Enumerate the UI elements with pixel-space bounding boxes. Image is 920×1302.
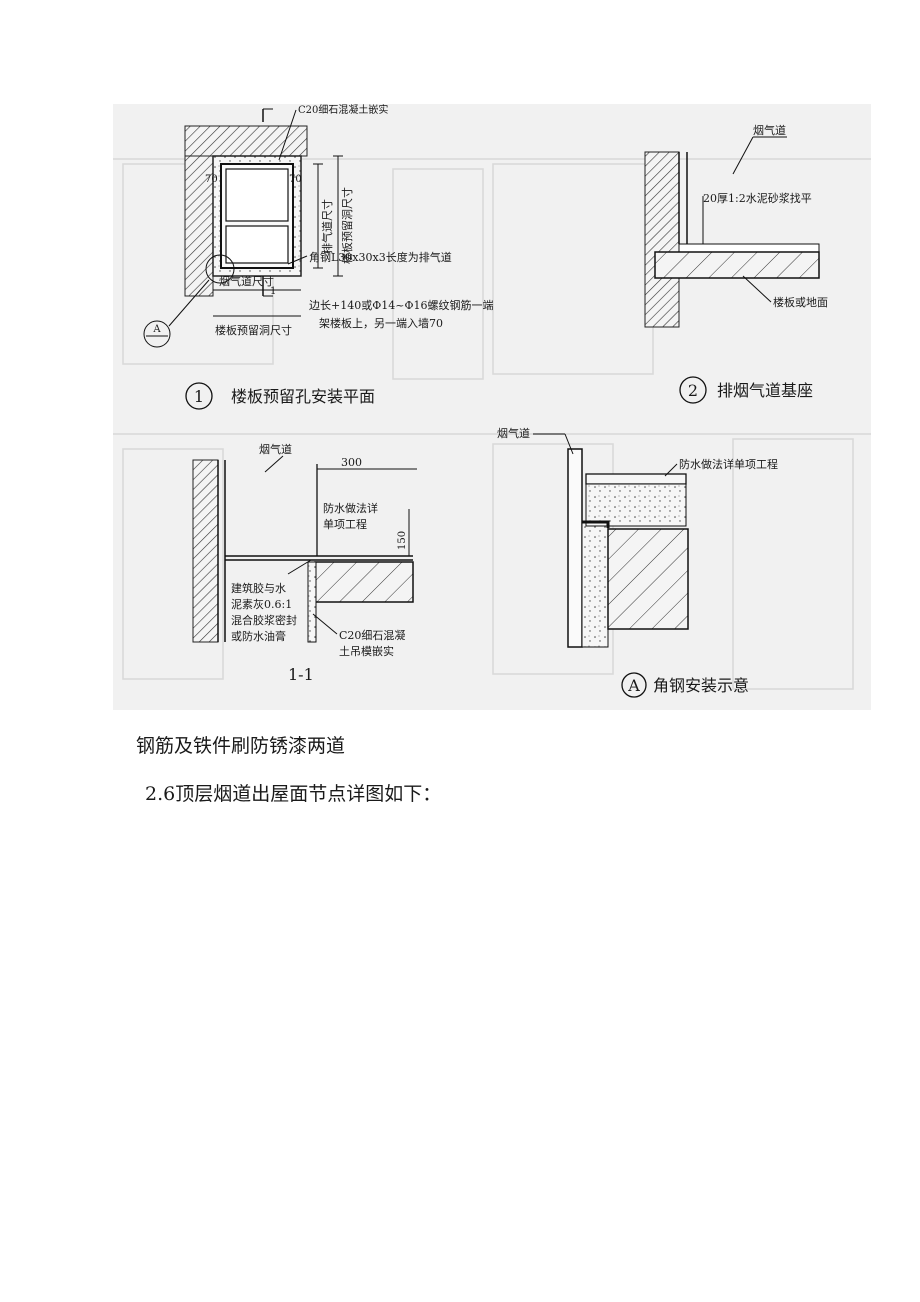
plan-view: A C20细石混凝土嵌实 70 70 排气道尺寸 楼板预留洞尺寸 1 角钢L30… [143,104,493,410]
base-slab-note: 楼板或地面 [773,295,828,309]
section-dim-150: 150 [397,531,408,550]
plan-angle-note-2: 边长+140或Φ14~Φ16螺纹钢筋一端 [309,298,493,312]
angle-title-mark: A [627,676,640,695]
paragraph-rust-paint: 钢筋及铁件刷防锈漆两道 [136,735,346,757]
section-waterproof-1: 防水做法详 [323,501,378,515]
plan-section-mark: 1 [270,286,276,297]
plan-dim-left: 70 [205,174,218,185]
base-slab [654,251,820,279]
angle-flue-label: 烟气道 [497,426,530,440]
section-concrete-1: C20细石混凝 [339,628,405,642]
base-mortar-note: 20厚1:2水泥砂浆找平 [703,191,812,205]
section-sealant-3: 混合胶浆密封 [231,613,297,627]
detail-circle [205,254,235,284]
section-dim-300: 300 [341,456,362,469]
angle-detail: 烟气道 防水做法详单项工程 A 角钢安装示意 [497,426,778,698]
plan-top-callout: C20细石混凝土嵌实 [298,104,388,116]
plan-wall-top [184,125,308,157]
angle-topping [585,483,687,527]
section-1-1: 烟气道 300 150 防水做法详 单项工程 建筑胶与水 泥素灰0.6:1 混合… [192,442,417,684]
base-flue-label: 烟气道 [753,123,786,137]
plan-angle-note-1: 角钢L30x30x3长度为排气道 [309,250,452,264]
angle-flue-wall [567,448,583,648]
title-2-circle [679,376,707,404]
title-1-circle [185,382,213,410]
section-fill [307,561,317,643]
angle-slab [607,528,689,630]
base-detail: 烟气道 20厚1:2水泥砂浆找平 楼板或地面 2 排烟气道基座 [644,123,828,404]
base-title: 排烟气道基座 [717,381,813,400]
plan-bottom-label-2: 楼板预留洞尺寸 [215,323,292,337]
section-waterproof-2: 单项工程 [323,518,367,531]
angle-waterproof: 防水做法详单项工程 [679,457,778,471]
base-title-num: 2 [688,381,698,400]
plan-vertical-label-1: 排气道尺寸 [320,199,334,254]
title-a-circle [621,672,647,698]
section-slab [314,561,414,603]
section-sealant-1: 建筑胶与水 [231,581,286,595]
section-flue-label: 烟气道 [259,442,292,456]
background-ghost [113,158,871,690]
section-sealant-4: 或防水油膏 [231,629,286,643]
section-wall [192,459,219,643]
paragraph-roof-detail-heading: 2.6顶层烟道出屋面节点详图如下： [145,783,442,805]
drawing-canvas: A C20细石混凝土嵌实 70 70 排气道尺寸 楼板预留洞尺寸 1 角钢L30… [113,104,871,698]
plan-title-num: 1 [194,387,204,406]
section-title: 1-1 [288,665,314,684]
section-concrete-2: 土吊模嵌实 [339,644,394,658]
detail-mark-a-text: A [152,324,161,335]
plan-title: 楼板预留孔安装平面 [231,387,375,406]
plan-bottom-label-1: 烟气道尺寸 [219,274,274,288]
angle-waterproof-layer [585,473,687,485]
plan-vertical-label-2: 楼板预留洞尺寸 [340,187,354,264]
plan-angle-note-3: 架楼板上，另一端入墙70 [319,316,443,330]
angle-grout [581,521,609,648]
section-sealant-2: 泥素灰0.6:1 [231,597,292,611]
angle-title: 角钢安装示意 [653,676,749,695]
angle-steel [582,520,610,528]
base-wall [644,151,680,328]
detail-mark-a [143,320,171,348]
plan-dim-right: 70 [289,174,302,185]
construction-detail-drawing: A C20细石混凝土嵌实 70 70 排气道尺寸 楼板预留洞尺寸 1 角钢L30… [113,104,871,710]
